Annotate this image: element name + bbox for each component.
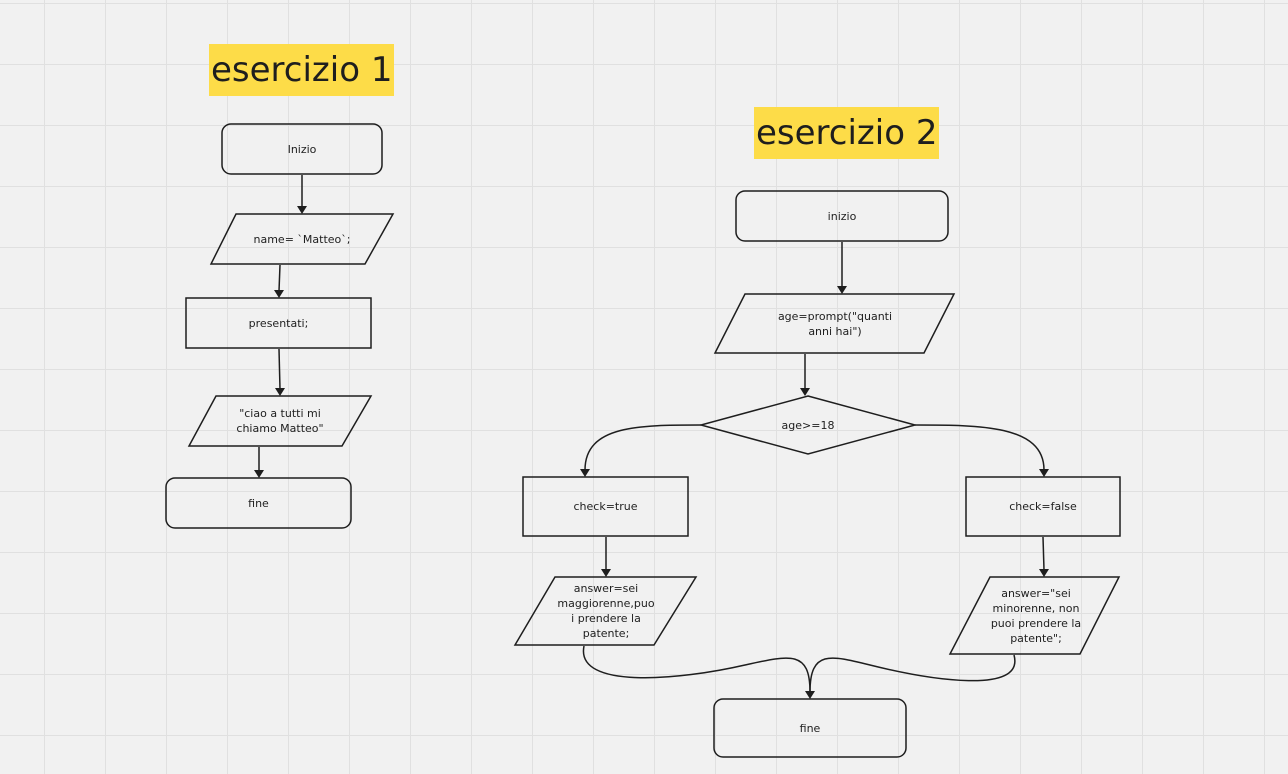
ex2-age-prompt-parallelogram[interactable] bbox=[713, 293, 956, 354]
ex1-connector-name-to-presentati bbox=[278, 264, 281, 292]
ex2-arrowhead bbox=[800, 388, 810, 396]
ex2-connector-major-to-end bbox=[582, 645, 811, 693]
ex2-end-label: fine bbox=[799, 721, 821, 735]
ex1-end-label: fine bbox=[248, 496, 269, 510]
ex1-start-label: Inizio bbox=[287, 142, 317, 156]
ex2-age-prompt-label: age=prompt("quanti anni hai") bbox=[777, 309, 893, 338]
ex2-arrowhead bbox=[601, 569, 611, 577]
ex2-answer-major-parallelogram[interactable] bbox=[513, 576, 698, 646]
ex1-arrowhead bbox=[297, 206, 307, 214]
ex1-name-input-parallelogram[interactable] bbox=[209, 213, 395, 265]
ex1-arrowhead bbox=[274, 290, 284, 298]
ex2-start-terminal[interactable] bbox=[735, 190, 949, 242]
ex2-check-false-label: check=false bbox=[1009, 500, 1077, 513]
ex2-arrowhead bbox=[805, 691, 815, 699]
ex2-connector-decision-true bbox=[584, 424, 702, 471]
ex2-arrowhead bbox=[837, 286, 847, 294]
exercise1-title[interactable]: esercizio 1 bbox=[209, 44, 395, 96]
ex2-age-decision-diamond[interactable] bbox=[698, 395, 918, 455]
ex1-presentati-process[interactable] bbox=[185, 297, 372, 349]
ex1-greeting-label: "ciao a tutti mi chiamo Matteo" bbox=[236, 407, 324, 435]
ex2-answer-minor-label: answer="sei minorenne, non puoi prendere… bbox=[990, 586, 1082, 645]
ex2-connector-decision-false bbox=[914, 424, 1045, 471]
ex2-arrowhead bbox=[580, 469, 590, 477]
ex1-start-terminal[interactable] bbox=[221, 123, 383, 175]
ex2-start-label: inizio bbox=[827, 209, 857, 223]
ex2-check-true-label: check=true bbox=[573, 500, 638, 513]
ex2-answer-major-label: answer=sei maggiorenne,puo i prendere la… bbox=[557, 582, 655, 640]
ex1-end-terminal[interactable] bbox=[165, 477, 352, 529]
ex2-connector-minor-to-end bbox=[809, 654, 1016, 693]
ex2-check-false-process[interactable] bbox=[965, 476, 1121, 537]
ex2-connector-false-to-answer bbox=[1042, 536, 1045, 571]
ex1-greeting-output-parallelogram[interactable] bbox=[187, 395, 373, 447]
ex2-decision-label: age>=18 bbox=[781, 418, 835, 432]
ex1-arrowhead bbox=[275, 388, 285, 396]
ex2-check-true-process[interactable] bbox=[522, 476, 689, 537]
ex1-presentati-label: presentati; bbox=[248, 316, 309, 330]
ex2-arrowhead bbox=[1039, 469, 1049, 477]
ex2-answer-minor-parallelogram[interactable] bbox=[948, 576, 1121, 655]
exercise2-title[interactable]: esercizio 2 bbox=[754, 107, 940, 159]
ex2-arrowhead bbox=[1039, 569, 1049, 577]
ex1-name-assign-label: name= `Matteo`; bbox=[253, 232, 351, 246]
ex1-connector-presentati-to-greeting bbox=[278, 348, 281, 390]
ex1-arrowhead bbox=[254, 470, 264, 478]
